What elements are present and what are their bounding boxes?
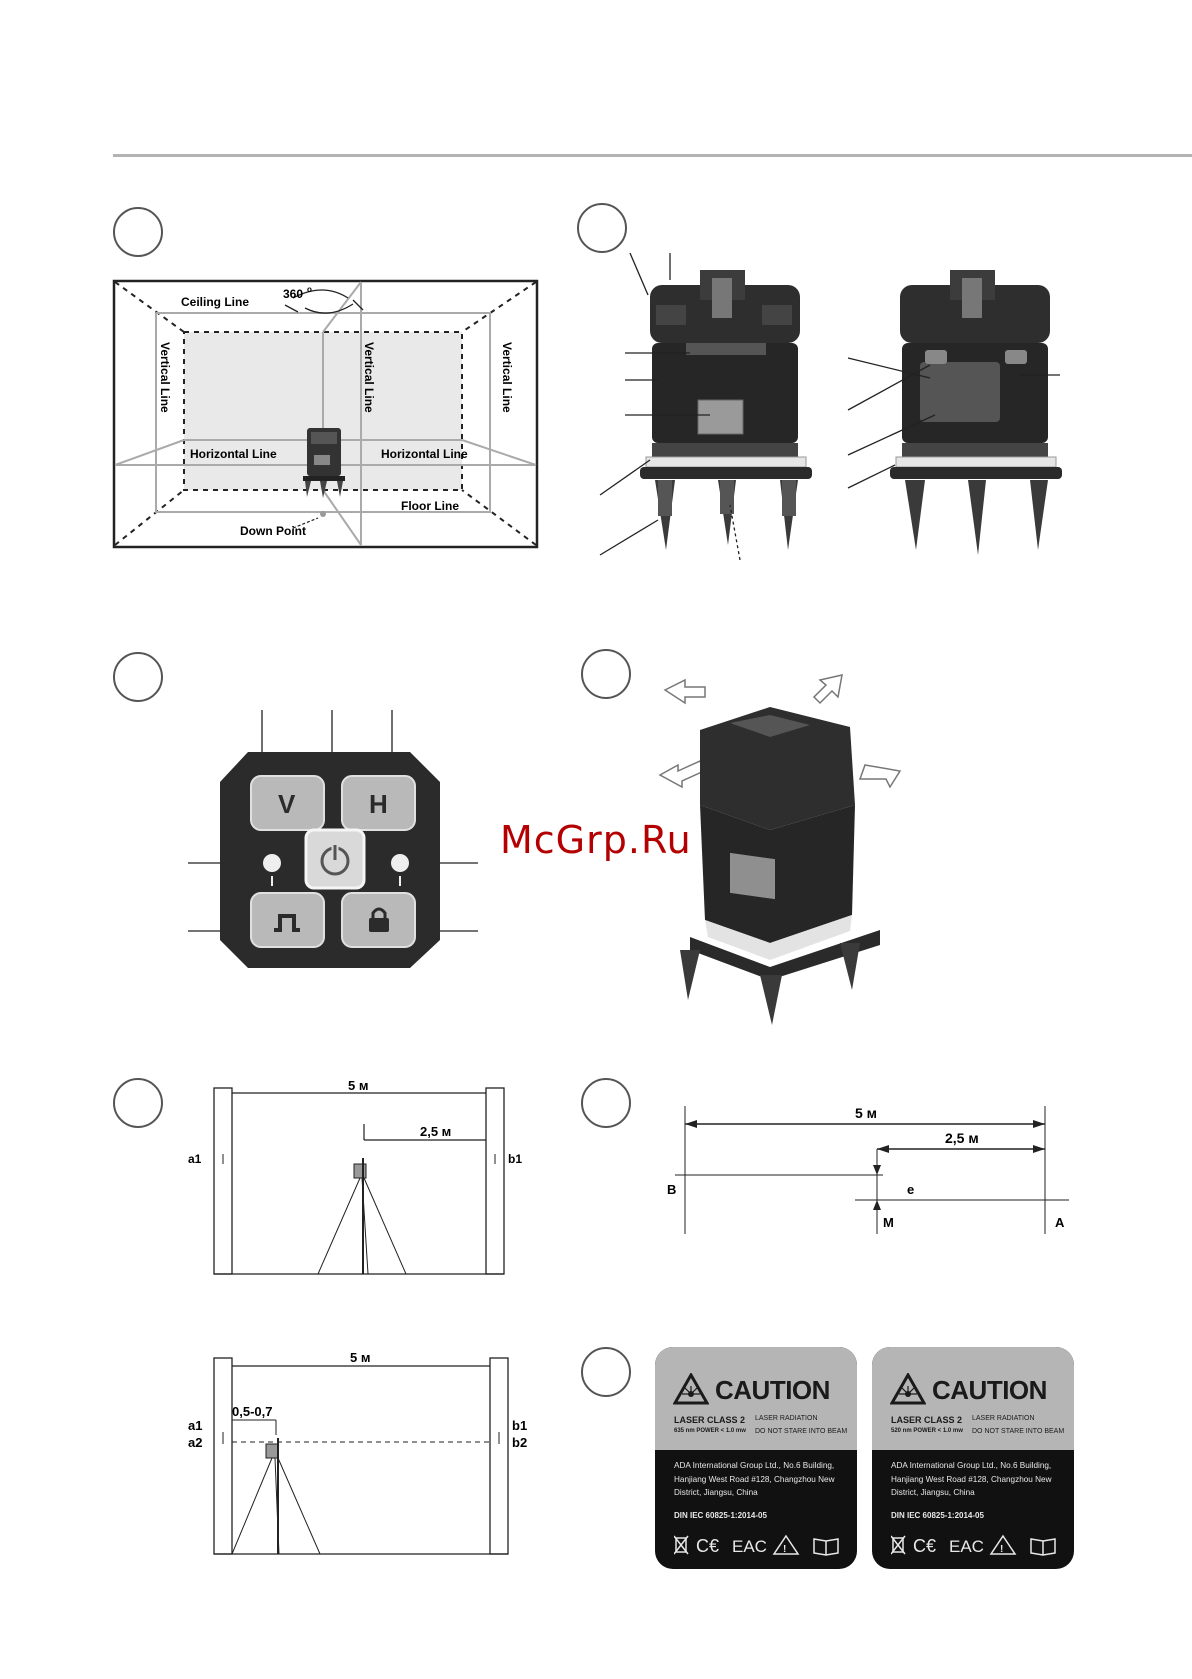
laser-warning-icon: [890, 1373, 926, 1405]
caution-label-2: CAUTION LASER CLASS 2 LASER RADIATION 52…: [872, 1347, 1074, 1569]
figure-2-marker: [577, 203, 627, 253]
deviation-e: e: [907, 1182, 914, 1197]
mark-b2: b2: [512, 1435, 527, 1450]
pulse-icon: [274, 914, 300, 932]
distance-5m: 5 м: [350, 1350, 370, 1365]
offset-label: 0,5-0,7: [232, 1404, 272, 1419]
floor-line-label: Floor Line: [401, 499, 459, 513]
angle-label: 360: [283, 287, 303, 301]
figure-wall-test-2: 5 м 0,5-0,7 a1 a2 b1 b2: [188, 1350, 527, 1555]
svg-text:EAC: EAC: [949, 1537, 984, 1556]
power-icon: [320, 844, 350, 876]
lock-icon: [369, 907, 389, 932]
laser-warning: DO NOT STARE INTO BEAM: [972, 1428, 1065, 1435]
horizontal-line-left-label: Horizontal Line: [190, 447, 277, 461]
figure-8-marker: [581, 1347, 631, 1397]
manufacturer-address: ADA International Group Ltd., No.6 Build…: [674, 1461, 835, 1497]
figure-device-perspective: [658, 674, 902, 1025]
device-back-view: [890, 270, 1062, 555]
v-key-label: V: [278, 789, 296, 819]
svg-text:C€: C€: [696, 1536, 719, 1556]
figure-device-views: [599, 252, 1062, 561]
figure-5-marker: [113, 1078, 163, 1128]
v-key[interactable]: [250, 775, 325, 831]
distance-2-5m: 2,5 м: [945, 1130, 979, 1146]
mark-b1: b1: [512, 1418, 527, 1433]
figure-4-marker: [581, 649, 631, 699]
laser-class: LASER CLASS 2: [891, 1415, 963, 1425]
laser-radiation: LASER RADIATION: [972, 1415, 1035, 1422]
distance-5m: 5 м: [348, 1078, 368, 1093]
vertical-line-mid-label: Vertical Line: [362, 342, 376, 413]
svg-text:o: o: [307, 285, 312, 294]
h-key-label: H: [369, 789, 388, 819]
figure-1-marker: [113, 207, 163, 257]
mark-b1: b1: [508, 1152, 522, 1166]
certification-icons: C€ EAC !: [891, 1534, 1056, 1556]
horizontal-line-right-label: Horizontal Line: [381, 447, 468, 461]
manufacturer-address: ADA International Group Ltd., No.6 Build…: [891, 1461, 1052, 1497]
distance-2-5m: 2,5 м: [420, 1124, 451, 1139]
mark-a1: a1: [188, 1152, 202, 1166]
figure-keypad: V H: [188, 710, 478, 968]
left-indicator-led: [263, 854, 281, 872]
point-A: A: [1055, 1215, 1065, 1230]
point-M: M: [883, 1215, 894, 1230]
mark-a2: a2: [188, 1435, 202, 1450]
down-point-label: Down Point: [240, 524, 306, 538]
distance-5m: 5 м: [855, 1105, 877, 1121]
pulse-key[interactable]: [250, 892, 325, 948]
figure-6-marker: [581, 1078, 631, 1128]
laser-radiation: LASER RADIATION: [755, 1415, 818, 1422]
figure-room-lines: 360 o Ceiling Line Horizontal Line Horiz…: [112, 279, 539, 549]
ceiling-line-label: Ceiling Line: [181, 295, 249, 309]
certification-icons: C€ EAC !: [674, 1534, 839, 1556]
device-front-view: [640, 270, 812, 550]
caution-title: CAUTION: [932, 1375, 1047, 1405]
din-standard: DIN IEC 60825-1:2014-05: [891, 1511, 984, 1520]
laser-warning-icon: [673, 1373, 709, 1405]
svg-text:!: !: [783, 1544, 786, 1555]
din-standard: DIN IEC 60825-1:2014-05: [674, 1511, 767, 1520]
laser-power: 520 nm POWER < 1.0 mw: [891, 1428, 963, 1434]
vertical-line-left-label: Vertical Line: [158, 342, 172, 413]
svg-text:EAC: EAC: [732, 1537, 767, 1556]
laser-power: 635 nm POWER < 1.0 mw: [674, 1428, 746, 1434]
laser-level-mini: [303, 428, 345, 517]
h-key[interactable]: [341, 775, 416, 831]
figure-wall-test-1: 5 м 2,5 м a1 b1: [188, 1078, 522, 1275]
figure-3-marker: [113, 652, 163, 702]
header-rule: [113, 154, 1192, 157]
figure-deviation: 5 м 2,5 м B e M A: [667, 1105, 1069, 1234]
caution-title: CAUTION: [715, 1375, 830, 1405]
svg-text:!: !: [1000, 1544, 1003, 1555]
point-B: B: [667, 1182, 676, 1197]
caution-label-1: CAUTION LASER CLASS 2 LASER RADIATION 63…: [655, 1347, 857, 1569]
mark-a1: a1: [188, 1418, 202, 1433]
laser-class: LASER CLASS 2: [674, 1415, 746, 1425]
watermark: McGrp.Ru: [500, 818, 692, 862]
right-indicator-led: [391, 854, 409, 872]
laser-warning: DO NOT STARE INTO BEAM: [755, 1428, 848, 1435]
svg-text:C€: C€: [913, 1536, 936, 1556]
vertical-line-right-label: Vertical Line: [500, 342, 514, 413]
